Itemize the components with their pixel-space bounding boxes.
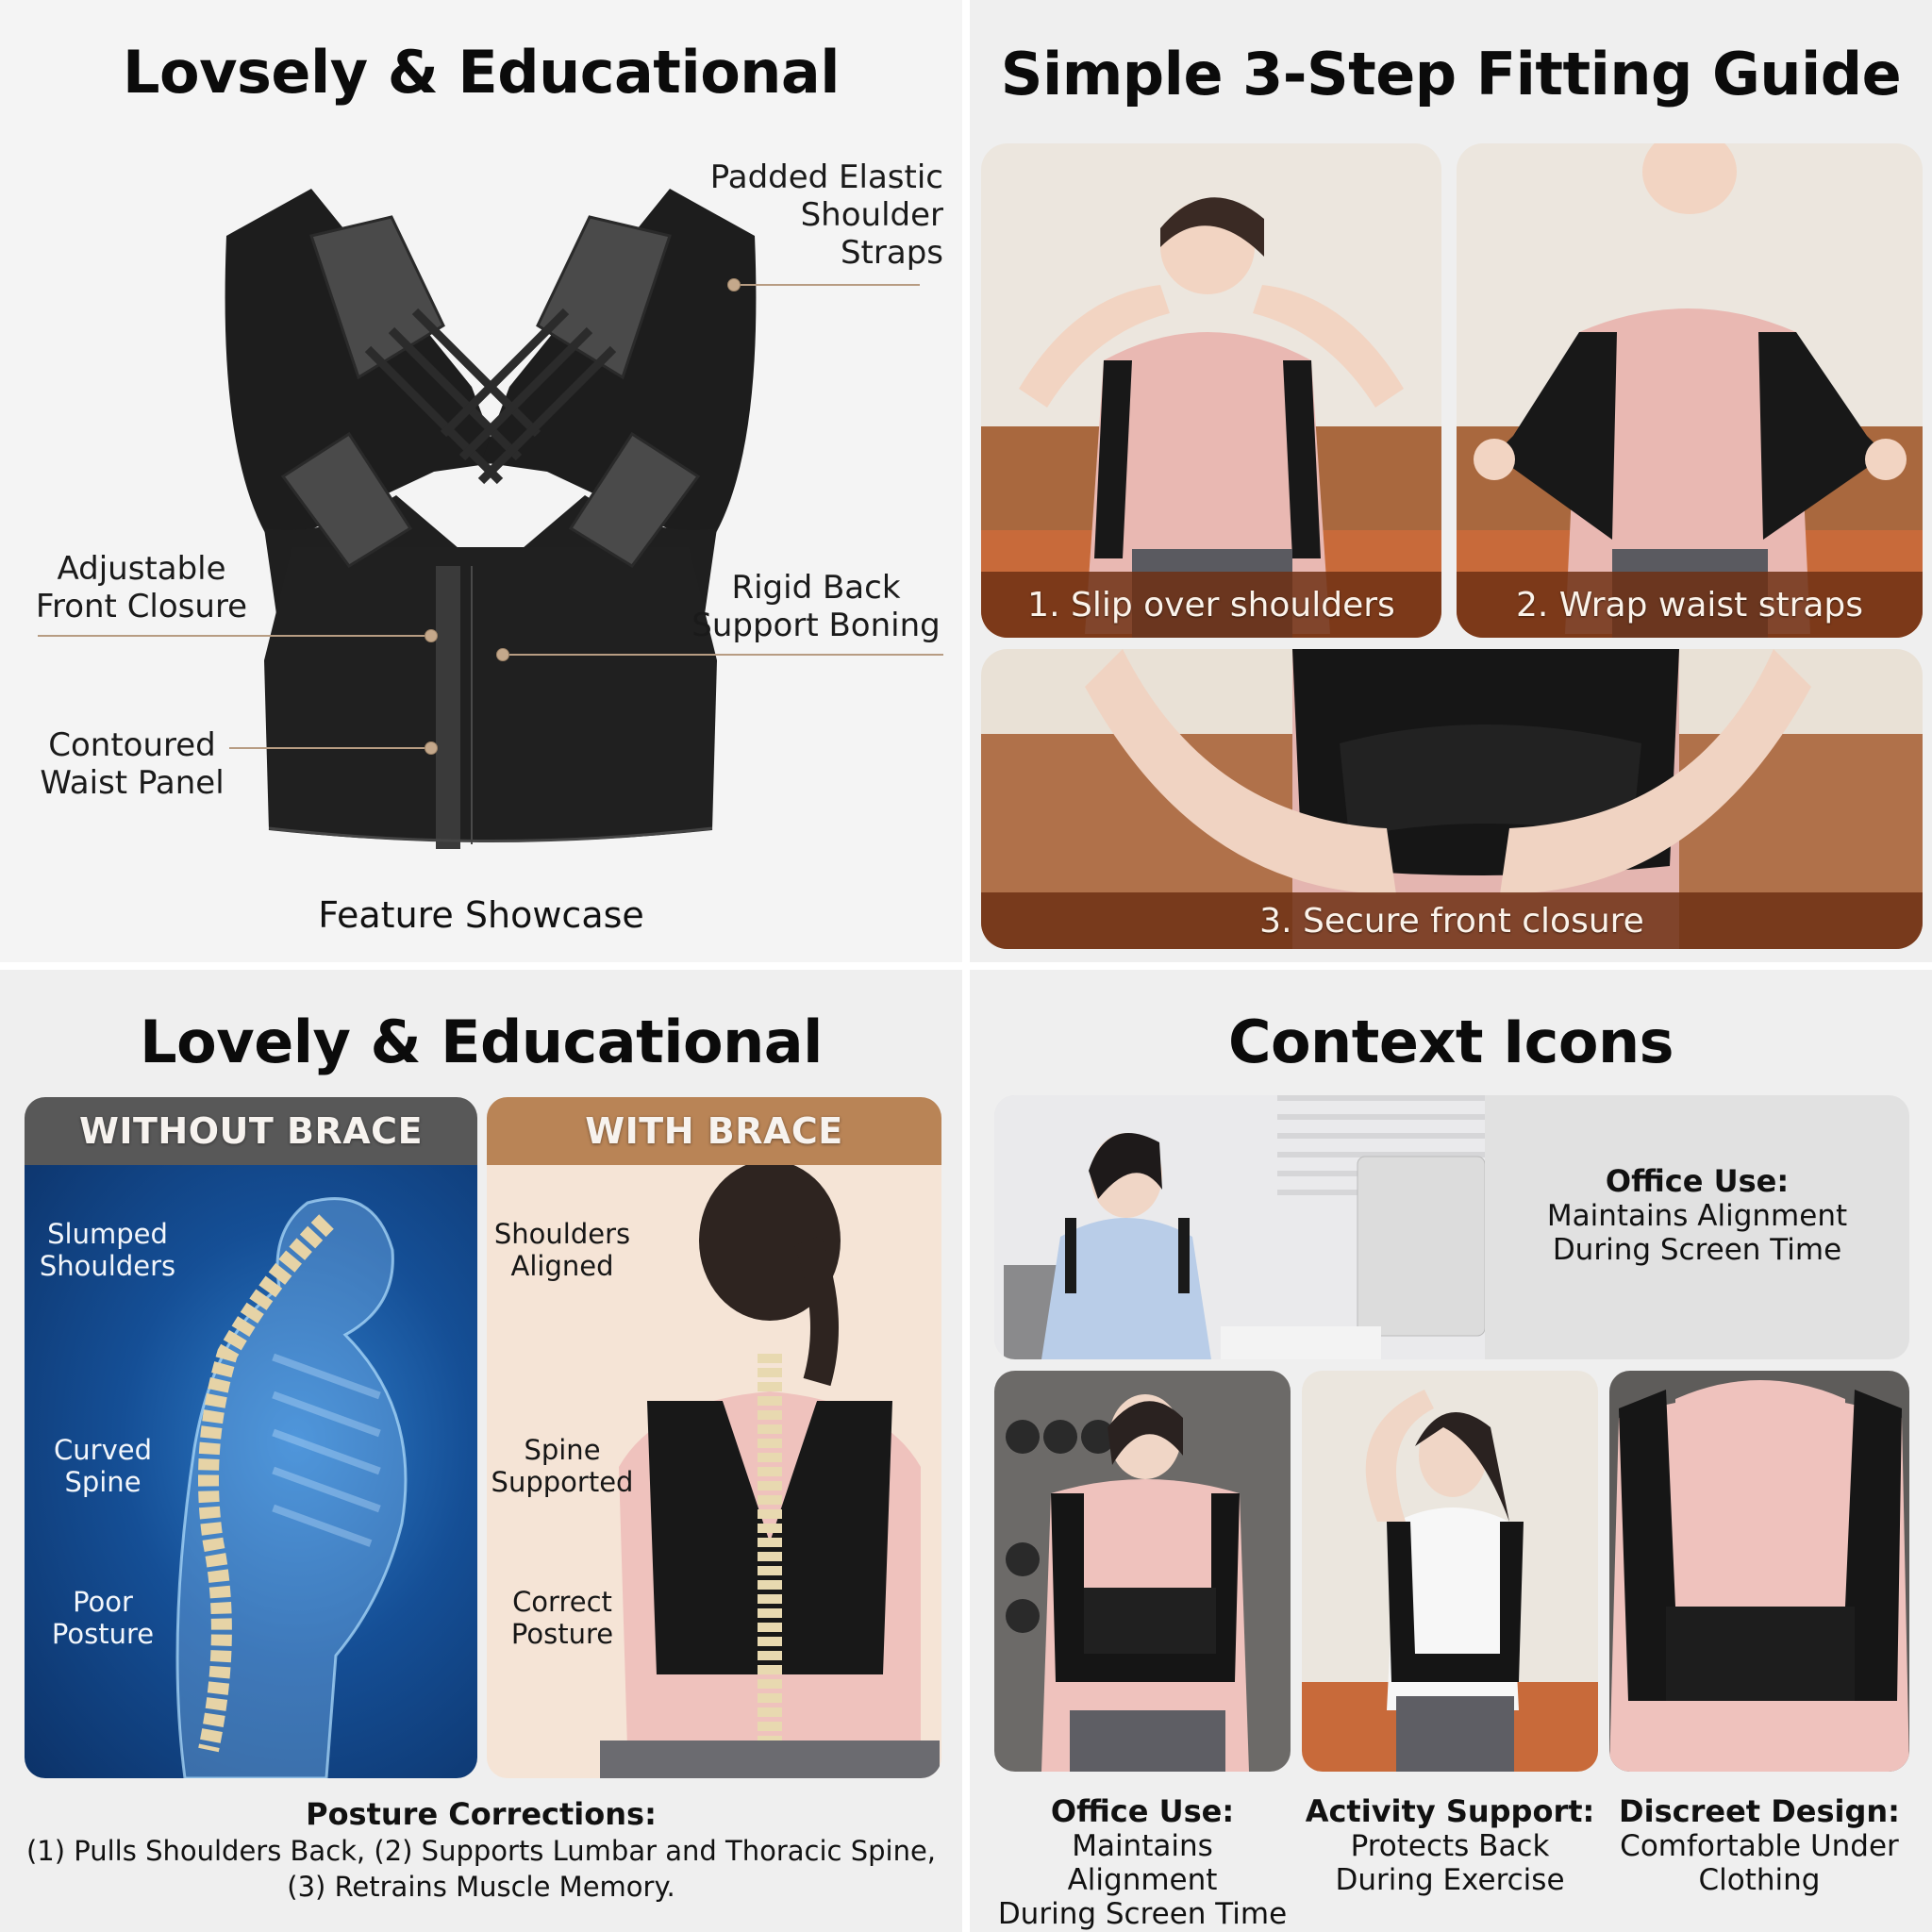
step-1-photo — [981, 143, 1441, 638]
step-2-label: 2. Wrap waist straps — [1515, 585, 1864, 625]
context-item-office: Office Use: Maintains Alignment During S… — [994, 1793, 1291, 1931]
context-title: Context Icons — [1227, 1008, 1674, 1076]
context-item-heading: Activity Support: — [1305, 1793, 1595, 1829]
context-item-line: During Exercise — [1335, 1863, 1565, 1897]
step-2-label-bar: 2. Wrap waist straps — [1457, 572, 1923, 638]
context-item-heading: Discreet Design: — [1619, 1793, 1900, 1829]
label-line: Correct — [512, 1586, 612, 1618]
with-brace-header: WITH BRACE — [487, 1097, 941, 1165]
context-item-line: Protects Back — [1350, 1829, 1550, 1863]
without-brace-panel: WITHOUT BRACE Slumped Shoulders Curved — [25, 1097, 477, 1778]
office-scene-photo — [994, 1095, 1485, 1359]
context-item-discreet: Discreet Design: Comfortable Under Cloth… — [1604, 1793, 1915, 1897]
callout-text: Waist Panel — [40, 764, 225, 802]
summary-line-1: (1) Pulls Shoulders Back, (2) Supports L… — [25, 1835, 937, 1867]
step-1-label: 1. Slip over shoulders — [1027, 585, 1395, 625]
callout-dot — [496, 648, 509, 661]
context-item-activity: Activity Support: Protects Back During E… — [1291, 1793, 1609, 1897]
gym-scene-photo — [994, 1371, 1291, 1772]
spine-xray-graphic — [175, 1197, 408, 1778]
step-2-photo — [1457, 143, 1923, 638]
context-item-line: Clothing — [1698, 1863, 1821, 1897]
step-1-label-bar: 1. Slip over shoulders — [981, 572, 1441, 638]
label-line: Posture — [510, 1618, 614, 1650]
callout-back-boning: Rigid Back Support Boning — [689, 569, 943, 644]
label-shoulders-aligned: Shoulders Aligned — [487, 1218, 638, 1282]
label-correct-posture: Correct Posture — [487, 1586, 638, 1650]
callout-text: Front Closure — [35, 588, 248, 625]
callout-waist-panel: Contoured Waist Panel — [28, 726, 236, 802]
office-hero-line-2: During Screen Time — [1552, 1233, 1842, 1267]
callout-leader-line — [509, 654, 943, 656]
label-line: Poor — [73, 1586, 133, 1618]
fitting-guide-panel: Simple 3-Step Fitting Guide 1. Slip over… — [970, 0, 1932, 962]
gym-photo-card — [994, 1371, 1291, 1772]
feature-showcase-caption: Feature Showcase — [318, 894, 644, 936]
callout-text: Support Boning — [691, 607, 941, 644]
label-line: Posture — [51, 1618, 155, 1650]
activity-scene-photo — [1302, 1371, 1598, 1772]
office-hero-card: Office Use: Maintains Alignment During S… — [994, 1095, 1909, 1359]
without-brace-header: WITHOUT BRACE — [25, 1097, 477, 1165]
label-line: Shoulders — [39, 1250, 176, 1282]
context-item-line: During Screen Time — [997, 1897, 1288, 1931]
step-card-3: 3. Secure front closure — [981, 649, 1923, 949]
context-item-heading: Office Use: — [1050, 1793, 1235, 1829]
step-3-label: 3. Secure front closure — [1259, 901, 1644, 941]
label-line: Slumped — [47, 1218, 168, 1250]
callout-text: Adjustable — [57, 550, 226, 588]
label-line: Spine — [64, 1466, 142, 1498]
comparison-title: Lovely & Educational — [140, 1008, 823, 1076]
feature-showcase-title: Lovsely & Educational — [122, 38, 841, 107]
step-3-label-bar: 3. Secure front closure — [981, 892, 1923, 949]
discreet-scene-photo — [1609, 1371, 1909, 1772]
discreet-photo-card — [1609, 1371, 1909, 1772]
office-hero-heading: Office Use: — [1605, 1163, 1790, 1199]
label-spine-supported: Spine Supported — [487, 1434, 638, 1498]
office-hero-line-1: Maintains Alignment — [1546, 1199, 1848, 1233]
callout-text: Padded Elastic — [709, 158, 943, 196]
label-line: Curved — [54, 1434, 152, 1466]
callout-leader-line — [229, 747, 432, 749]
woman-brace-illustration: Shoulders Aligned Spine Supported Correc… — [487, 1165, 941, 1778]
label-line: Supported — [491, 1466, 634, 1498]
callout-front-closure: Adjustable Front Closure — [28, 550, 255, 625]
callout-text: Straps — [840, 234, 943, 272]
label-slumped-shoulders: Slumped Shoulders — [32, 1218, 183, 1282]
label-line: Shoulders — [493, 1218, 631, 1250]
posture-brace-illustration — [225, 189, 757, 849]
activity-photo-card — [1302, 1371, 1598, 1772]
label-curved-spine: Curved Spine — [32, 1434, 174, 1498]
step-card-1: 1. Slip over shoulders — [981, 143, 1441, 638]
step-card-2: 2. Wrap waist straps — [1457, 143, 1923, 638]
posture-corrections-summary: Posture Corrections: (1) Pulls Shoulders… — [0, 1795, 962, 1905]
context-item-line: Maintains Alignment — [1067, 1829, 1218, 1897]
callout-dot — [425, 741, 438, 755]
callout-padded-straps: Padded Elastic Shoulder Straps — [698, 158, 943, 272]
context-panel: Context Icons Office Use: Maintains Alig… — [970, 970, 1932, 1932]
with-brace-panel: WITH BRACE Shoulders Aligned Spine Suppo… — [487, 1097, 941, 1778]
xray-spine-illustration: Slumped Shoulders Curved Spine Poor Post… — [25, 1165, 477, 1778]
callout-dot — [727, 278, 741, 291]
fitting-guide-title: Simple 3-Step Fitting Guide — [1000, 40, 1902, 108]
woman-back-graphic — [600, 1165, 940, 1778]
callout-dot — [425, 629, 438, 642]
callout-text: Rigid Back — [731, 569, 901, 607]
summary-heading: Posture Corrections: — [306, 1796, 657, 1832]
summary-line-2: (3) Retrains Muscle Memory. — [287, 1871, 675, 1903]
label-line: Aligned — [510, 1250, 614, 1282]
label-line: Spine — [524, 1434, 601, 1466]
label-poor-posture: Poor Posture — [32, 1586, 174, 1650]
office-hero-text: Office Use: Maintains Alignment During S… — [1485, 1163, 1909, 1267]
feature-showcase-panel: Lovsely & Educational Padded Elastic Sho… — [0, 0, 962, 962]
callout-text: Contoured — [48, 726, 216, 764]
context-item-line: Comfortable Under — [1620, 1829, 1899, 1863]
callout-leader-line — [736, 284, 920, 286]
callout-text: Shoulder — [800, 196, 943, 234]
callout-leader-line — [38, 635, 434, 637]
comparison-panel: Lovely & Educational WITHOUT BRACE Slump… — [0, 970, 962, 1932]
